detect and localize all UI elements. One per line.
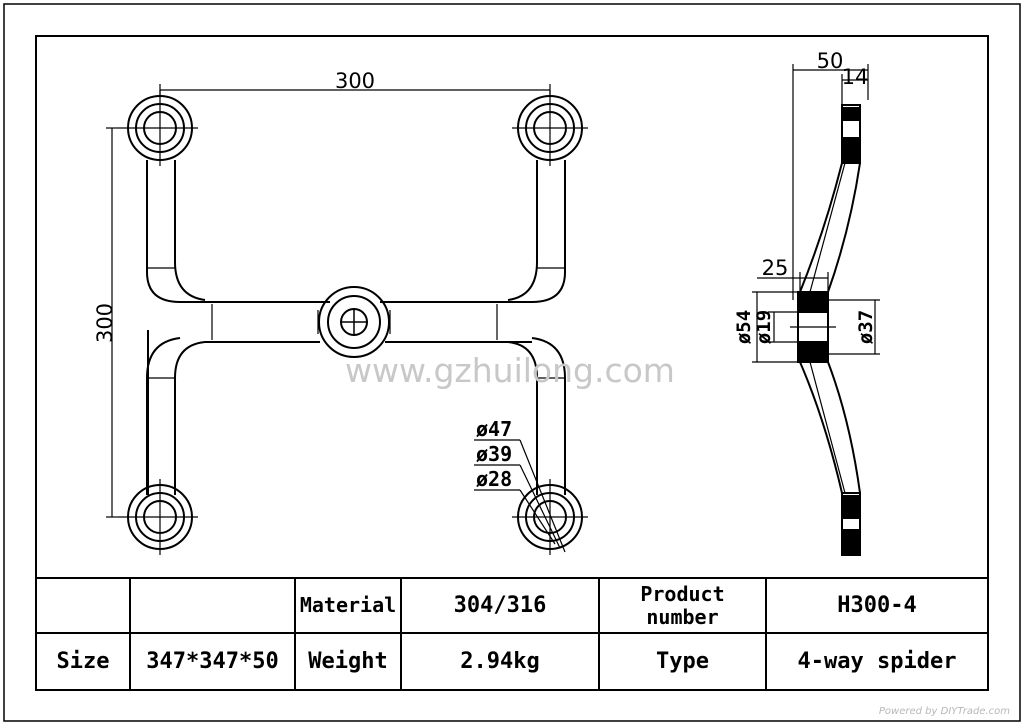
outer-frame <box>3 3 1021 722</box>
spec-table-grid <box>36 577 988 690</box>
inner-frame <box>35 35 989 691</box>
dim-height-label: 300 <box>93 303 117 343</box>
front-dimensions <box>106 84 566 553</box>
size-label: Size <box>56 648 110 674</box>
product-number-label: Product number <box>640 581 725 629</box>
watermark: www.gzhuilong.com <box>345 351 675 390</box>
fitting-bottom-left <box>118 479 198 555</box>
dim-arm-label: 14 <box>842 65 869 89</box>
fitting-bottom-right <box>512 479 588 555</box>
product-number-value: H300-4 <box>837 592 917 618</box>
dim-width-label: 300 <box>335 69 375 93</box>
table-cell-r1c2 <box>130 578 295 633</box>
material-label: Material <box>299 593 397 617</box>
spec-table: Material 304/316 Product number H300-4 S… <box>36 578 988 690</box>
type-label: Type <box>656 648 709 674</box>
diam-37-label: ø37 <box>855 310 877 344</box>
type-value: 4-way spider <box>797 648 957 674</box>
fitting-top-right <box>512 90 588 166</box>
diam-54-label: ø54 <box>733 310 755 344</box>
center-hub <box>318 286 390 358</box>
diam-19-label: ø19 <box>753 310 775 344</box>
weight-value: 2.94kg <box>460 648 540 674</box>
front-view <box>118 90 588 555</box>
size-value: 347*347*50 <box>146 648 279 674</box>
diam-outer-label: ø47 <box>476 417 512 441</box>
fitting-top-left <box>118 90 198 166</box>
material-value: 304/316 <box>453 592 547 618</box>
credit-text: Powered by DIYTrade.com <box>879 706 1010 717</box>
side-view <box>790 104 861 556</box>
dim-total-label: 50 <box>817 49 844 73</box>
dim-hub-label: 25 <box>762 256 789 280</box>
side-dimensions <box>752 64 880 363</box>
table-cell-r1c1 <box>36 578 130 633</box>
diam-middle-label: ø39 <box>476 442 512 466</box>
diam-inner-label: ø28 <box>476 467 512 491</box>
weight-label: Weight <box>308 648 388 674</box>
spider-body-outline <box>146 160 566 495</box>
